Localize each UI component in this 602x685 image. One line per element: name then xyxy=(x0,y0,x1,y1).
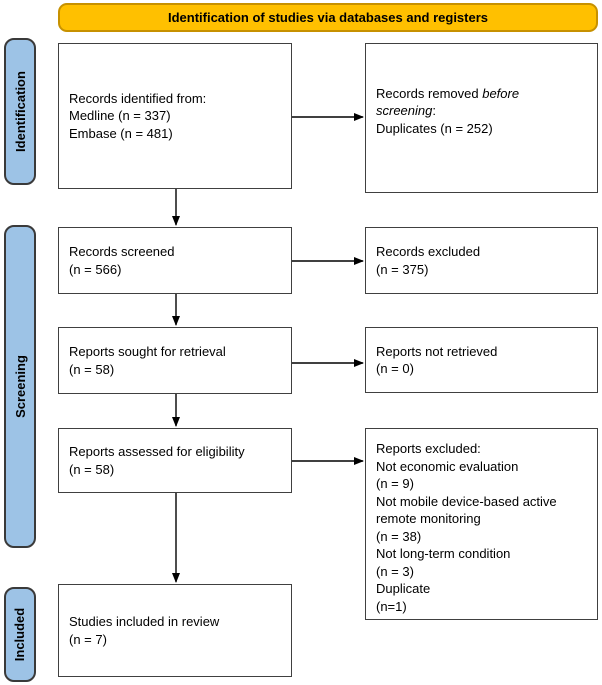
box-records-excluded: Records excluded(n = 375) xyxy=(365,227,598,294)
box-reports-assessed: Reports assessed for eligibility(n = 58) xyxy=(58,428,292,493)
stage-label-screening: Screening xyxy=(4,225,36,548)
box-reports-not-retrieved: Reports not retrieved(n = 0) xyxy=(365,327,598,393)
stage-label-included-text: Included xyxy=(12,607,28,662)
header-banner: Identification of studies via databases … xyxy=(58,3,598,32)
stage-label-screening-text: Screening xyxy=(12,355,28,418)
box-records-identified: Records identified from:Medline (n = 337… xyxy=(58,43,292,189)
box-records-screened: Records screened(n = 566) xyxy=(58,227,292,294)
stage-label-included: Included xyxy=(4,587,36,682)
box-reports-sought: Reports sought for retrieval(n = 58) xyxy=(58,327,292,394)
box-studies-included: Studies included in review(n = 7) xyxy=(58,584,292,677)
header-title: Identification of studies via databases … xyxy=(167,10,489,25)
box-reports-excluded: Reports excluded:Not economic evaluation… xyxy=(365,428,598,620)
stage-label-identification: Identification xyxy=(4,38,36,185)
stage-label-identification-text: Identification xyxy=(12,71,28,152)
